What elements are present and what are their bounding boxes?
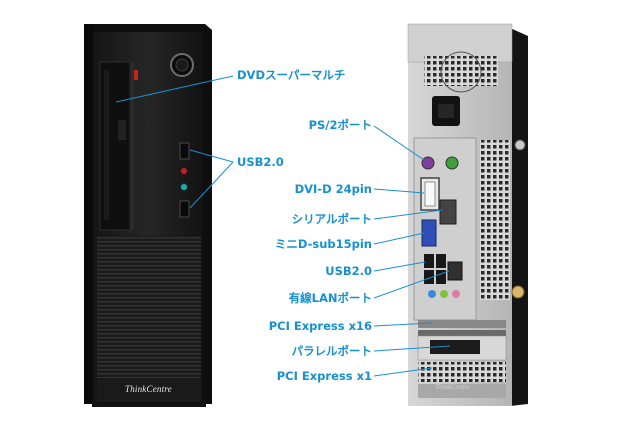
label-pcie16: PCI Express x16 (268, 319, 372, 333)
callout-lines (115, 75, 451, 377)
label-ps2: PS/2ポート (308, 118, 372, 132)
ps2-ports (421, 156, 459, 170)
dvd-drive (99, 61, 134, 231)
label-parallel: パラレルポート (291, 344, 373, 358)
label-pcie1: PCI Express x1 (276, 369, 372, 383)
red-accent-mark (134, 70, 138, 80)
label-front-usb: USB2.0 (237, 155, 284, 169)
label-dvd: DVDスーパーマルチ (237, 68, 346, 82)
rear-usb-ports (424, 254, 446, 284)
rear-audio-jacks (428, 290, 460, 298)
label-vga: ミニD-sub15pin (274, 237, 372, 251)
label-lan: 有線LANポート (288, 291, 372, 305)
psu-fan (424, 51, 498, 93)
rear-vent (480, 140, 510, 300)
rear-case (407, 23, 528, 406)
expansion-slots (417, 320, 507, 398)
vga-port (421, 219, 437, 247)
lan-port (447, 261, 463, 281)
label-dvi: DVI-D 24pin (294, 182, 372, 196)
front-grill (97, 236, 201, 378)
brand-logo-rear: ThinkCentre (435, 383, 470, 391)
serial-port (439, 199, 457, 225)
label-serial: シリアルポート (291, 212, 372, 226)
front-usb-ports (179, 142, 190, 218)
brand-logo-front: ThinkCentre (125, 384, 172, 394)
audio-jacks (180, 167, 188, 191)
label-rear-usb: USB2.0 (325, 264, 372, 278)
power-button (170, 53, 194, 77)
front-case (84, 24, 212, 407)
